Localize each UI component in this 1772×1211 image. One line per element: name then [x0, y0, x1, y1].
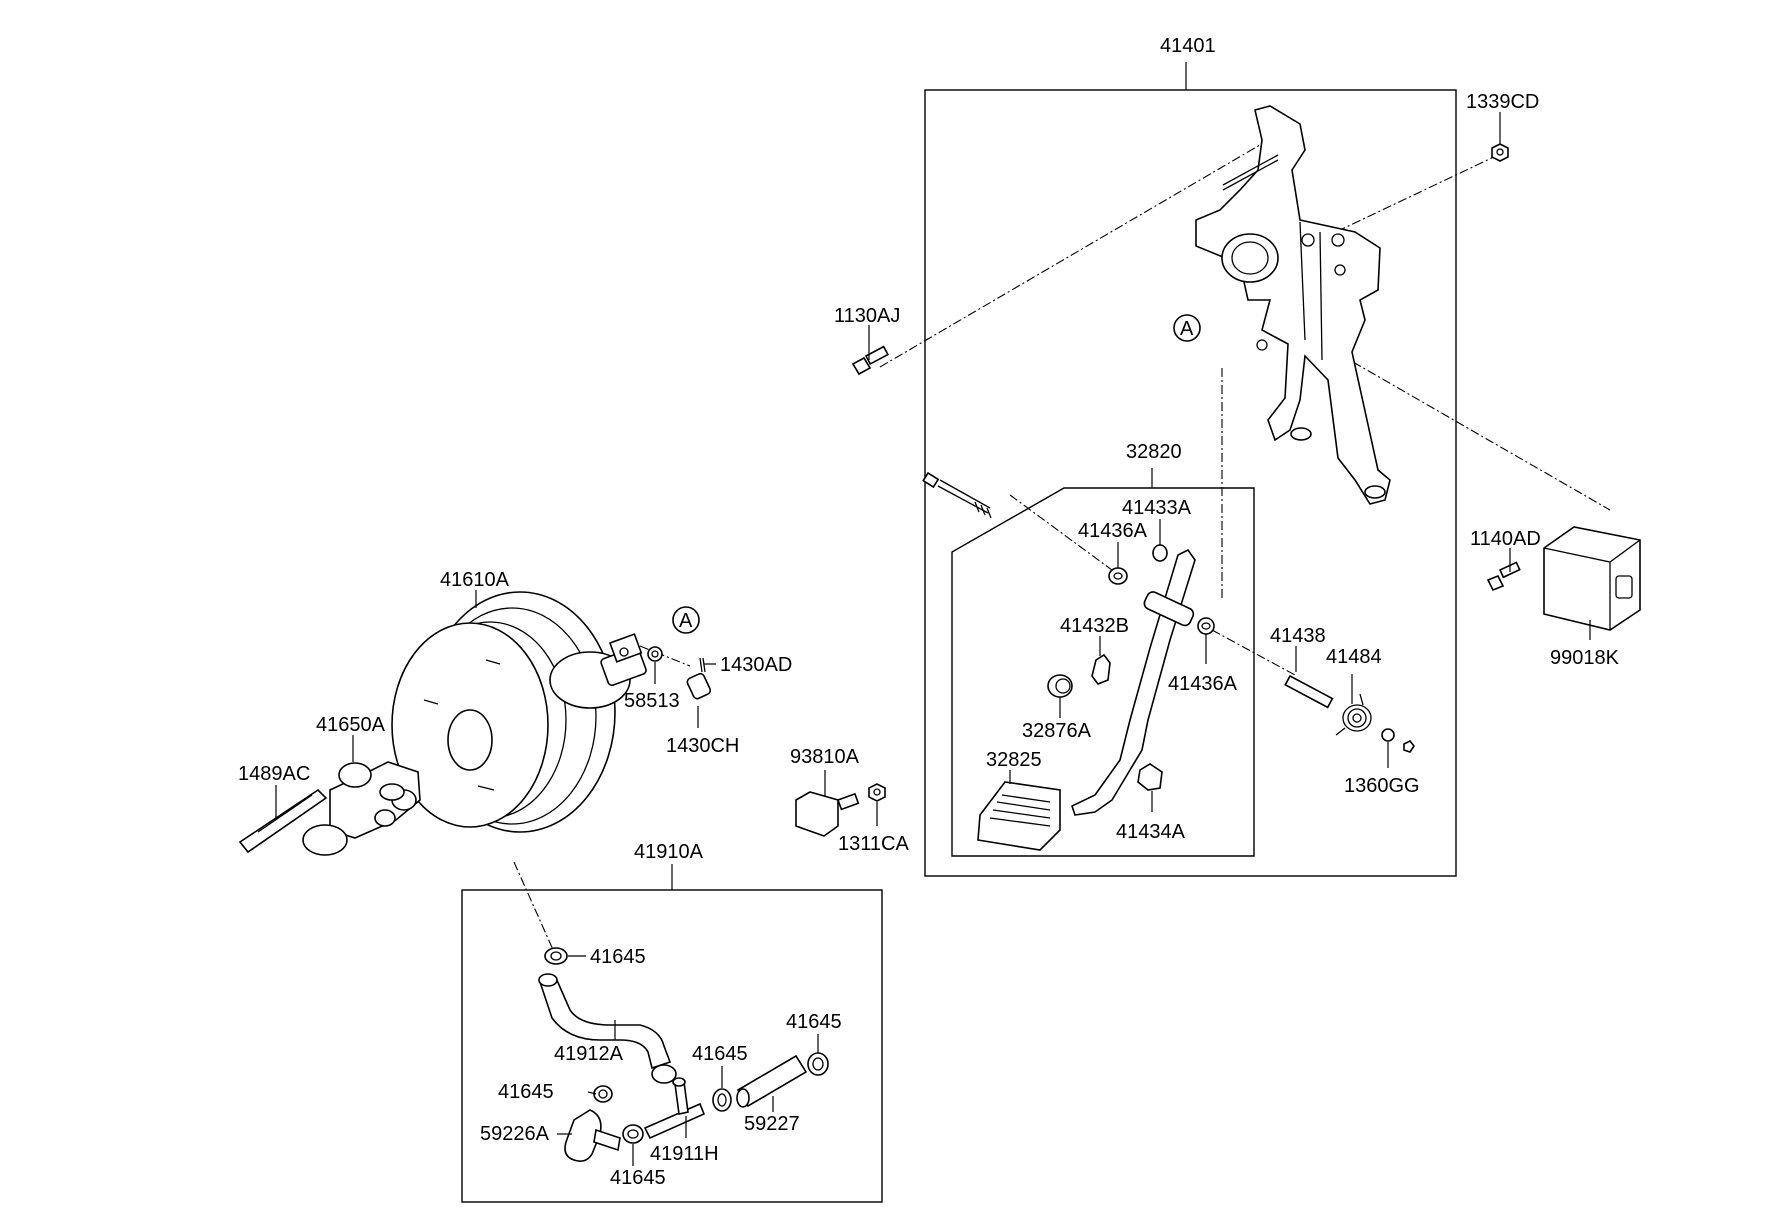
tee-connector-41911H — [643, 1077, 706, 1140]
clamp-41645-top — [544, 947, 568, 965]
label-41650A: 41650A — [316, 714, 386, 736]
label-99018K: 99018K — [1550, 647, 1620, 669]
bolt-1130AJ — [851, 345, 889, 376]
label-41610A: 41610A — [440, 569, 510, 591]
bushing-41436A-upper — [1108, 567, 1128, 585]
bushing-41436A-lower — [1197, 617, 1215, 635]
pin-1430CH — [686, 672, 712, 700]
label-41645-left: 41645 — [498, 1081, 554, 1103]
label-1339CD: 1339CD — [1466, 91, 1539, 113]
hose-41912A — [538, 973, 672, 1070]
pedal-bracket-assembly-box — [924, 89, 1457, 877]
label-a-bracket: A — [1180, 318, 1194, 340]
washer-1360GG — [1381, 728, 1415, 753]
label-1360GG: 1360GG — [1344, 775, 1420, 797]
nut-1339CD — [1491, 143, 1509, 162]
label-41645-top: 41645 — [590, 946, 646, 968]
reference-circle-a-booster — [672, 606, 700, 634]
label-1130AJ: 1130AJ — [834, 305, 900, 327]
hose-59226A — [564, 1109, 621, 1162]
label-32825: 32825 — [986, 749, 1042, 771]
sensor-93810A — [795, 791, 860, 837]
label-58513: 58513 — [624, 690, 680, 712]
label-93810A: 93810A — [790, 746, 860, 768]
leader-41645-left — [587, 1091, 597, 1095]
clamp-41645-bottom — [622, 1124, 644, 1144]
label-41911H: 41911H — [650, 1143, 719, 1165]
clip-58513 — [647, 646, 663, 662]
label-41432B: 41432B — [1060, 615, 1129, 637]
nut-1311CA — [868, 783, 886, 802]
reference-circle-a-bracket — [1173, 314, 1201, 342]
spring-41484 — [1335, 693, 1372, 736]
label-41645-right: 41645 — [692, 1043, 748, 1065]
label-1311CA: 1311CA — [838, 833, 909, 855]
label-1430AD: 1430AD — [720, 654, 792, 676]
label-41484: 41484 — [1326, 646, 1382, 668]
bolt-alignment-line — [879, 141, 1266, 368]
label-1430CH: 1430CH — [666, 735, 739, 757]
nut-alignment-line — [1259, 154, 1499, 269]
label-59227: 59227 — [744, 1113, 800, 1135]
label-41433A: 41433A — [1122, 497, 1192, 519]
shaft-41438 — [1284, 674, 1334, 709]
stopper-41434A — [1137, 763, 1163, 791]
label-41434A: 41434A — [1116, 821, 1186, 843]
clevis-pin-line — [639, 645, 691, 667]
label-41645-bottom: 41645 — [610, 1167, 666, 1189]
label-41436A-lower: 41436A — [1168, 673, 1238, 695]
master-cylinder-41650A — [302, 761, 421, 856]
label-41910A: 41910A — [634, 841, 704, 863]
pedal-bracket — [1195, 105, 1391, 505]
rod-1489AC — [238, 788, 328, 854]
label-41912A: 41912A — [554, 1043, 624, 1065]
label-32876A: 32876A — [1022, 720, 1092, 742]
hose-59227 — [736, 1054, 808, 1108]
label-41645-far: 41645 — [786, 1011, 842, 1033]
label-41401: 41401 — [1160, 35, 1216, 57]
switch-alignment-line — [1352, 361, 1611, 511]
pivot-bolt-line — [1009, 494, 1117, 574]
shaft-alignment-line — [1211, 629, 1296, 676]
clamp-41645-left — [593, 1085, 613, 1103]
bolt-1140AD — [1486, 561, 1521, 592]
clamp-41645-mid — [651, 1064, 677, 1084]
stopper-41432B — [1091, 653, 1111, 685]
brake-pedal-arm — [1071, 548, 1196, 816]
brake-booster-41610A — [391, 591, 647, 833]
label-1140AD: 1140AD — [1470, 528, 1541, 550]
pedal-pad-32825 — [977, 781, 1061, 851]
split-pin-1430AD — [699, 657, 706, 673]
label-a-booster: A — [679, 610, 693, 632]
vacuum-hose-line — [513, 861, 555, 953]
switch-99018K — [1543, 526, 1641, 631]
label-59226A: 59226A — [480, 1123, 550, 1145]
clamp-41645-far — [807, 1052, 829, 1076]
stopper-41433A — [1152, 544, 1168, 562]
label-1489AC: 1489AC — [238, 763, 310, 785]
label-41436A-upper: 41436A — [1078, 520, 1148, 542]
clamp-41645-right — [712, 1088, 732, 1112]
label-32820: 32820 — [1126, 441, 1182, 463]
pivot-bolt — [922, 471, 992, 519]
label-41438: 41438 — [1270, 625, 1326, 647]
stop-lamp-pad-32876A — [1047, 674, 1073, 698]
